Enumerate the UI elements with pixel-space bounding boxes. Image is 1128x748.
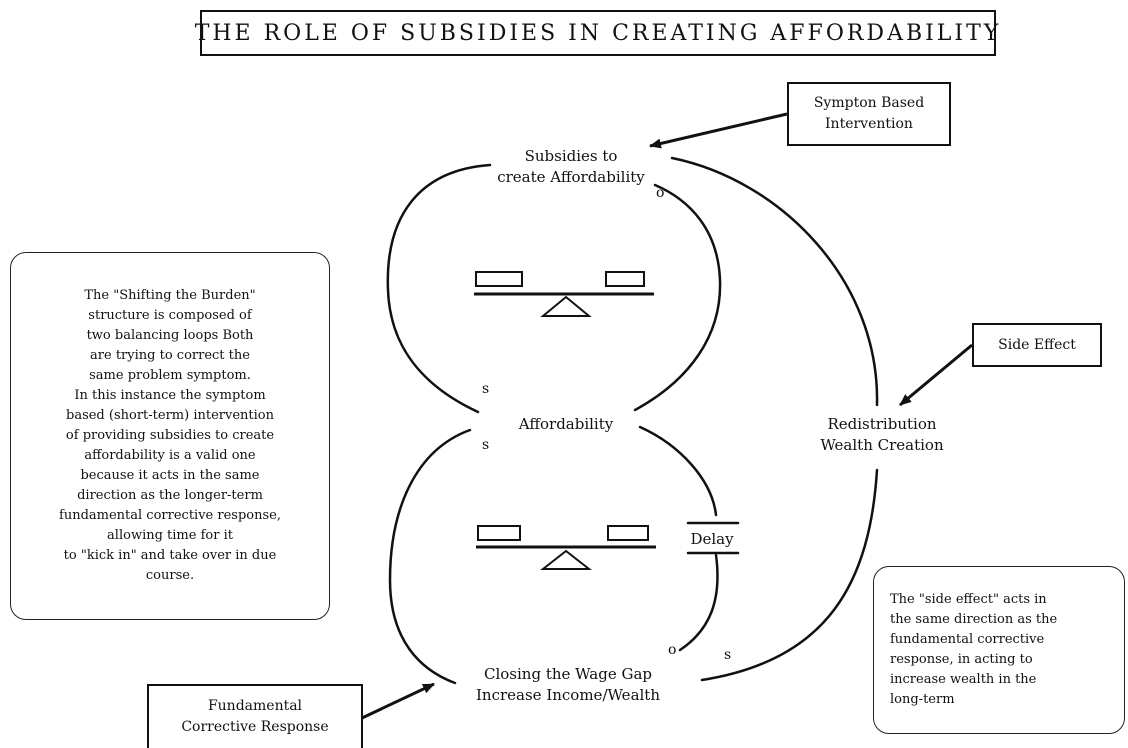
side-effect-arrow bbox=[899, 343, 973, 407]
note-line: allowing time for it bbox=[107, 528, 233, 543]
node-closing-wage-gap: Closing the Wage Gap Increase Income/Wea… bbox=[448, 664, 688, 706]
note-line: structure is composed of bbox=[88, 308, 252, 323]
note-line: The "side effect" acts in bbox=[890, 592, 1047, 607]
polarity-subsidies-o: o bbox=[656, 185, 665, 201]
node-subsidies-line2: create Affordability bbox=[497, 168, 645, 186]
callout-side-effect: Side Effect bbox=[972, 323, 1102, 367]
node-closing-gap-line1: Closing the Wage Gap bbox=[484, 665, 652, 683]
node-redistribution-line2: Wealth Creation bbox=[820, 436, 944, 454]
note-line: of providing subsidies to create bbox=[65, 428, 275, 443]
note-line: The "Shifting the Burden" bbox=[84, 288, 256, 303]
note-line: increase wealth in the bbox=[890, 672, 1037, 687]
note-line: In this instance the symptom bbox=[74, 388, 266, 403]
node-closing-gap-line2: Increase Income/Wealth bbox=[476, 686, 660, 704]
delay-label: Delay bbox=[690, 530, 734, 548]
node-affordability-label: Affordability bbox=[518, 415, 614, 433]
note-side-effect: The "side effect" acts in the same direc… bbox=[873, 566, 1125, 734]
note-line: direction as the longer-term bbox=[77, 488, 263, 503]
note-line: to "kick in" and take over in due bbox=[63, 548, 277, 563]
callout-side-effect-label: Side Effect bbox=[998, 336, 1076, 353]
callout-fundamental-line2: Corrective Response bbox=[181, 719, 329, 735]
node-redistribution-line1: Redistribution bbox=[827, 415, 937, 433]
node-subsidies: Subsidies to create Affordability bbox=[476, 146, 666, 188]
callout-fundamental: Fundamental Corrective Response bbox=[147, 684, 363, 748]
side-effect-upper-arc bbox=[670, 156, 879, 407]
callout-symptom-based: Sympton Based Intervention bbox=[787, 82, 951, 146]
callout-symptom-line2: Intervention bbox=[825, 116, 913, 132]
note-line: long-term bbox=[890, 692, 955, 707]
note-line: fundamental corrective response, bbox=[59, 508, 281, 523]
node-affordability: Affordability bbox=[496, 414, 636, 435]
note-line: same problem symptom. bbox=[89, 368, 251, 383]
balance-symbol-lower bbox=[476, 525, 656, 570]
diagram-title: THE ROLE OF SUBSIDIES IN CREATING AFFORD… bbox=[195, 10, 998, 56]
node-redistribution: Redistribution Wealth Creation bbox=[812, 414, 952, 456]
note-line: response, in acting to bbox=[890, 652, 1033, 667]
callout-fundamental-line1: Fundamental bbox=[207, 698, 303, 714]
callout-symptom-line1: Sympton Based bbox=[813, 95, 925, 111]
note-line: course. bbox=[145, 568, 195, 583]
note-line: are trying to correct the bbox=[90, 348, 250, 363]
fundamental-arrow bbox=[361, 682, 435, 720]
note-line: because it acts in the same bbox=[80, 468, 260, 483]
upper-loop-left-arc bbox=[386, 163, 492, 414]
side-effect-lower-arc bbox=[700, 468, 879, 682]
note-line: affordability is a valid one bbox=[84, 448, 256, 463]
note-line: two balancing loops Both bbox=[86, 328, 254, 343]
polarity-bottom-left-s: s bbox=[482, 437, 490, 453]
polarity-bottom-o: o bbox=[668, 642, 677, 658]
node-subsidies-line1: Subsidies to bbox=[524, 147, 618, 165]
note-shifting-burden: The "Shifting the Burden" structure is c… bbox=[10, 252, 330, 620]
lower-loop-left-arc bbox=[388, 428, 472, 685]
polarity-bottom-right-s: s bbox=[724, 647, 732, 663]
note-line: the same direction as the bbox=[890, 612, 1058, 627]
polarity-top-left-s: s bbox=[482, 381, 490, 397]
note-line: fundamental corrective bbox=[890, 632, 1045, 647]
balance-symbol-upper bbox=[474, 271, 654, 317]
upper-loop-right-arc bbox=[633, 183, 722, 412]
note-line: based (short-term) intervention bbox=[66, 408, 274, 423]
lower-loop-right-arc-after-delay bbox=[678, 553, 719, 652]
lower-loop-right-arc bbox=[638, 425, 718, 517]
symptom-arrow bbox=[649, 112, 788, 149]
